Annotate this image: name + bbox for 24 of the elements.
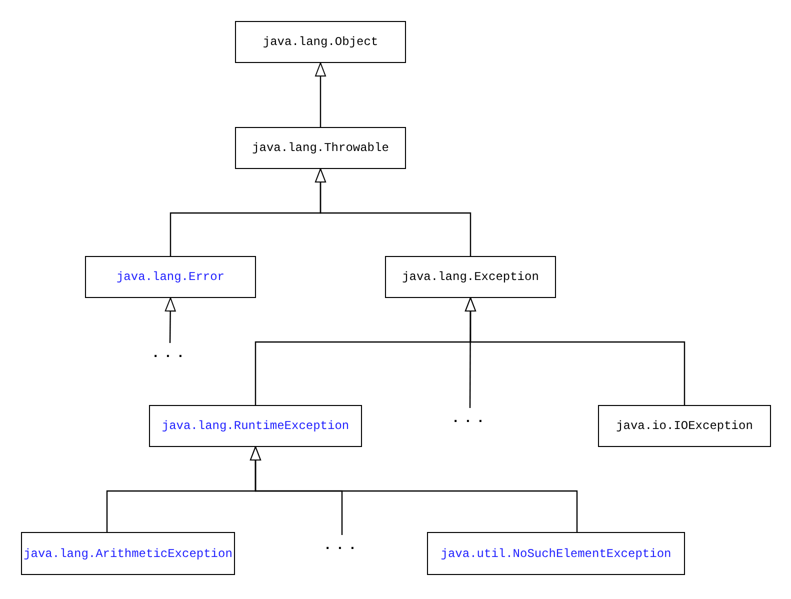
class-name: ... (451, 410, 489, 428)
class-box (427, 532, 685, 575)
class-name: java.io.IOException (616, 418, 753, 435)
inheritance-arrow (315, 62, 326, 127)
class-name: ... (323, 536, 361, 556)
class-box (598, 405, 771, 447)
class-name: java.lang.Exception (402, 269, 539, 286)
class-name: java.lang.RuntimeException (162, 418, 350, 435)
class-box (385, 256, 556, 298)
class-box (21, 532, 235, 575)
class-name: java.util.NoSuchElementException (440, 546, 672, 562)
class-box (85, 256, 256, 298)
inheritance-arrow (164, 298, 176, 343)
class-name: java.lang.Throwable (252, 140, 389, 157)
inheritance-arrow (465, 298, 686, 405)
class-name: java.lang.ArithmeticException (24, 546, 232, 562)
inheritance-arrow (250, 446, 578, 532)
class-name: ... (151, 344, 189, 364)
class-name: java.lang.Error (116, 269, 225, 286)
class-box (149, 405, 362, 447)
inheritance-arrow (315, 168, 472, 256)
class-box (235, 21, 406, 63)
class-name: java.lang.Object (262, 34, 378, 51)
class-box (235, 127, 406, 169)
